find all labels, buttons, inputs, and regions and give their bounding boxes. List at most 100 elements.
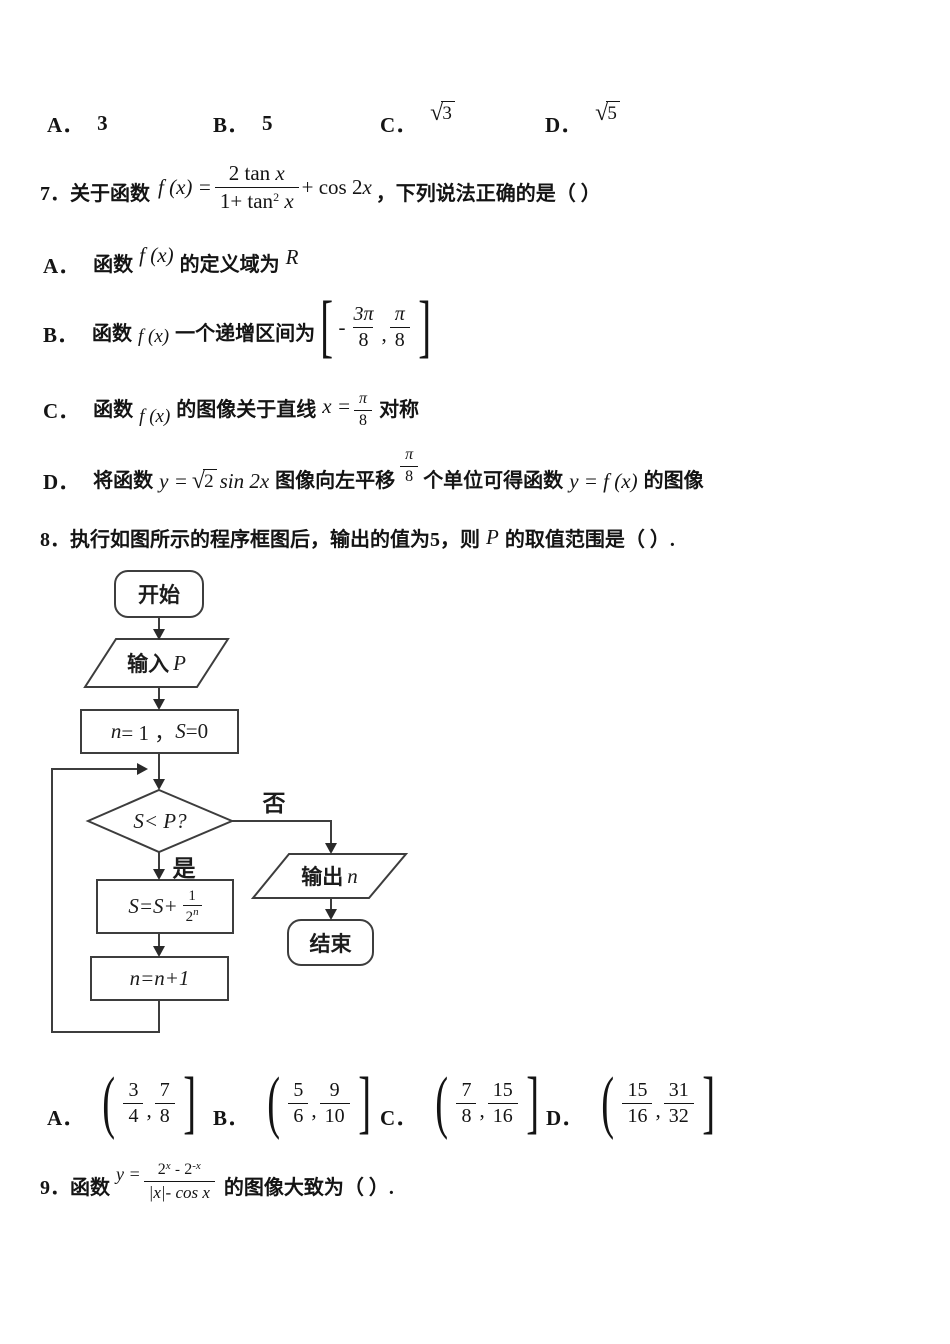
prev-question-options: A． 3 B． 5 C． √ 3 D． √ 5 <box>0 101 950 144</box>
fraction: π 8 <box>354 390 373 430</box>
option-label: D． <box>43 470 80 494</box>
sqrt-5: √ 5 <box>595 101 620 125</box>
arrowhead-down <box>153 699 165 710</box>
stem-text: 函数 <box>70 1177 110 1199</box>
question-number: 8． <box>40 529 70 551</box>
start-label: 开始 <box>138 583 180 607</box>
stem-text: 的取值范围是（ ）. <box>504 529 675 551</box>
option-label: B． <box>43 323 79 347</box>
increment-label: n=n+1 <box>129 966 190 990</box>
condition-label: S< P? <box>133 808 187 833</box>
loop-back-line <box>51 768 160 1033</box>
arrowhead-right <box>137 763 148 775</box>
right-bracket: ] <box>525 1064 539 1141</box>
question-9-stem: 9． 函数 y = 2x - 2-x |x|- cos x 的图像大致为（ ）. <box>40 1155 394 1207</box>
q7-option-c: C． 函数 f (x) 的图像关于直线 x = π 8 对称 <box>43 389 420 430</box>
right-bracket: ] <box>357 1064 371 1141</box>
option-label: B． <box>213 1106 249 1130</box>
right-bracket: ] <box>182 1064 196 1141</box>
increment-box <box>90 956 229 1001</box>
question-number: 7． <box>40 183 70 205</box>
fraction: 1 2n <box>182 888 202 925</box>
question-number: 9． <box>40 1177 70 1199</box>
end-box <box>287 919 374 966</box>
fraction: 2 tan x 1+ tan2 x <box>214 162 299 212</box>
prev-option-a: A． 3 <box>47 109 108 139</box>
question-8-stem: 8． 执行如图所示的程序框图后，输出的值为5，则 P 的取值范围是（ ）. <box>40 524 675 556</box>
sqrt-2: √ 2 <box>192 469 217 493</box>
option-label: D． <box>545 113 582 137</box>
option-label: C． <box>43 399 80 423</box>
start-box <box>114 570 204 618</box>
prev-option-b: B． 5 <box>213 109 273 139</box>
arrowhead-down <box>325 909 337 920</box>
question-7-stem: 7． 关于函数 f (x) = 2 tan x 1+ tan2 x + cos … <box>40 156 601 218</box>
prev-option-d: D． √ 5 <box>545 101 620 139</box>
q7-option-a: A． 函数 f (x) 的定义域为 R <box>43 242 299 279</box>
decision-diamond <box>85 788 235 854</box>
right-bracket: ] <box>701 1064 715 1141</box>
fraction: 3π 8 <box>353 302 374 351</box>
option-label: C． <box>380 113 417 137</box>
radical-sign: √ <box>191 468 206 494</box>
option-label: B． <box>213 113 249 137</box>
fraction: π 8 <box>400 446 419 486</box>
end-label: 结束 <box>309 931 352 956</box>
arrowhead-down <box>153 629 165 640</box>
radical-sign: √ <box>595 100 609 126</box>
init-label: n= 1 ，S=0 <box>110 719 209 745</box>
stem-text: 关于函数 <box>70 183 150 205</box>
input-parallelogram <box>83 638 230 688</box>
no-label: 否 <box>262 791 286 816</box>
option-value: 3 <box>97 111 108 136</box>
arrowhead-down <box>153 946 165 957</box>
q7-option-b: B． 函数 f (x) 一个递增区间为 [ - 3π 8 , π 8 ] <box>43 288 431 365</box>
option-label: C． <box>380 1106 417 1130</box>
yes-label: 是 <box>172 856 196 881</box>
left-bracket: [ <box>320 288 334 365</box>
stem-text: 的图像大致为（ ）. <box>223 1177 394 1199</box>
left-paren: ( <box>601 1064 615 1141</box>
left-paren: ( <box>435 1064 449 1141</box>
option-label: D． <box>546 1106 583 1130</box>
init-box <box>80 709 239 754</box>
arrowhead-down <box>153 869 165 880</box>
var-P: P <box>486 524 499 549</box>
left-paren: ( <box>102 1064 116 1141</box>
arrowhead-down <box>325 843 337 854</box>
left-paren: ( <box>267 1064 281 1141</box>
option-label: A． <box>47 113 84 137</box>
sqrt-3: √ 3 <box>430 101 455 125</box>
option-label: A． <box>47 1106 84 1130</box>
f-of-x: f (x) <box>139 242 174 267</box>
f-of-x: f (x) <box>138 326 170 347</box>
flowchart-shapes <box>51 570 409 1033</box>
accumulate-label: S=S+ 1 2n <box>97 880 233 933</box>
option-value: 5 <box>262 111 273 136</box>
q9-formula: y = 2x - 2-x |x|- cos x <box>116 1160 218 1202</box>
radical-sign: √ <box>430 100 444 126</box>
right-bracket: ] <box>418 288 431 365</box>
output-parallelogram <box>250 853 409 899</box>
stem-text: ，下列说法正确的是（ ） <box>375 183 601 205</box>
no-branch-line <box>232 820 332 845</box>
fraction: π 8 <box>389 303 410 351</box>
arrowhead-down <box>153 779 165 790</box>
